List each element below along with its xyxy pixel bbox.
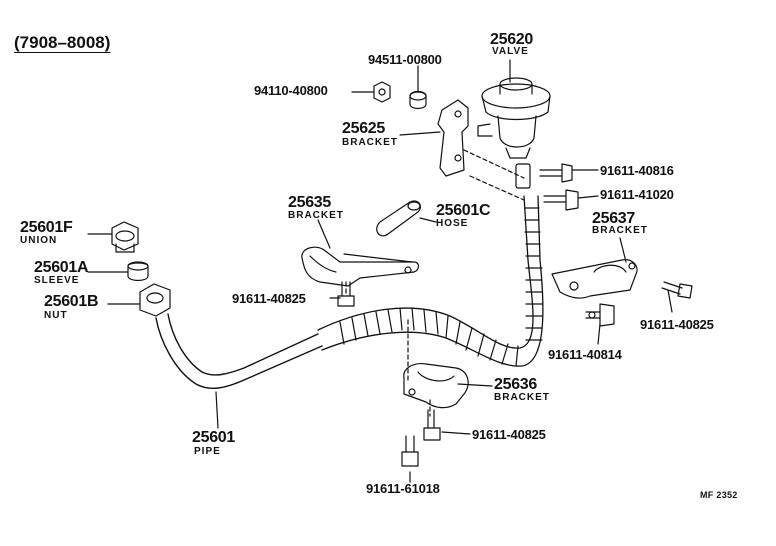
union-25601f <box>111 221 139 253</box>
bolt-91611-40816 <box>539 163 573 183</box>
bracket-25636-number: 25636 <box>494 376 537 393</box>
union-part-number: 25601F <box>20 219 73 236</box>
diagram-title: (7908–8008) <box>14 33 111 52</box>
leader-hose <box>419 217 437 223</box>
bracket-25637-name: BRACKET <box>592 225 648 236</box>
fastener-91611-40816: 91611-40816 <box>600 163 674 178</box>
leader-40814 <box>597 323 601 345</box>
fastener-91611-40825-c: 91611-40825 <box>472 427 546 442</box>
hose-25601c <box>376 200 422 237</box>
corrugated-hose <box>317 195 544 367</box>
union-part-name: UNION <box>20 235 58 246</box>
pipe-part-name: PIPE <box>194 446 221 457</box>
nut-94110 <box>373 81 391 103</box>
connector-fitting <box>515 163 531 189</box>
nut-part-number: 25601B <box>44 293 99 310</box>
leader-40825c <box>441 431 471 435</box>
bracket-25635-number: 25635 <box>288 194 331 211</box>
bolt-91611-40814 <box>585 303 615 327</box>
bracket-25625-number: 25625 <box>342 120 385 137</box>
leader-25636 <box>457 383 493 387</box>
bolt-91611-40825-c <box>423 409 441 441</box>
hose-part-name: HOSE <box>436 218 469 229</box>
bracket-25625 <box>437 99 469 177</box>
leader-25637 <box>619 237 627 263</box>
fastener-91611-61018: 91611-61018 <box>366 481 440 496</box>
bolt-91611-40825-a <box>337 281 355 307</box>
bracket-25635-name: BRACKET <box>288 210 344 221</box>
bracket-25636-name: BRACKET <box>494 392 550 403</box>
pipe-25601 <box>155 313 323 390</box>
valve-25620 <box>477 77 551 159</box>
bolt-91611-41020 <box>543 189 579 211</box>
bracket-25637 <box>551 259 638 299</box>
washer-94511 <box>409 90 427 110</box>
nut-part-name: NUT <box>44 310 68 321</box>
valve-part-number: 25620 <box>490 31 533 48</box>
pipe-part-number: 25601 <box>192 429 235 446</box>
leader-40825b <box>667 289 673 313</box>
fastener-91611-41020: 91611-41020 <box>600 187 674 202</box>
sleeve-25601a <box>127 261 149 282</box>
sleeve-part-name: SLEEVE <box>34 275 80 286</box>
bracket-25636 <box>403 363 469 409</box>
leader-25635 <box>317 219 331 249</box>
assembly-line-valve <box>463 149 525 179</box>
fastener-94511-00800: 94511-00800 <box>368 52 442 67</box>
leader-pipe <box>215 391 219 429</box>
bracket-25635 <box>301 246 420 287</box>
bolt-91611-61018 <box>401 435 419 467</box>
valve-part-name: VALVE <box>492 46 529 57</box>
diagram-code: MF 2352 <box>700 490 738 500</box>
fastener-94110-40800: 94110-40800 <box>254 83 328 98</box>
leader-25625 <box>399 131 441 136</box>
fastener-91611-40814: 91611-40814 <box>548 347 622 362</box>
assembly-line-valve-2 <box>469 175 525 201</box>
fastener-91611-40825-a: 91611-40825 <box>232 291 306 306</box>
leader-41020 <box>577 195 599 199</box>
fastener-91611-40825-b: 91611-40825 <box>640 317 714 332</box>
bracket-25637-number: 25637 <box>592 210 635 227</box>
bracket-25625-name: BRACKET <box>342 137 398 148</box>
hose-part-number: 25601C <box>436 202 491 219</box>
sleeve-part-number: 25601A <box>34 259 89 276</box>
nut-25601b <box>139 283 171 317</box>
bolt-91611-40825-b <box>661 281 693 299</box>
